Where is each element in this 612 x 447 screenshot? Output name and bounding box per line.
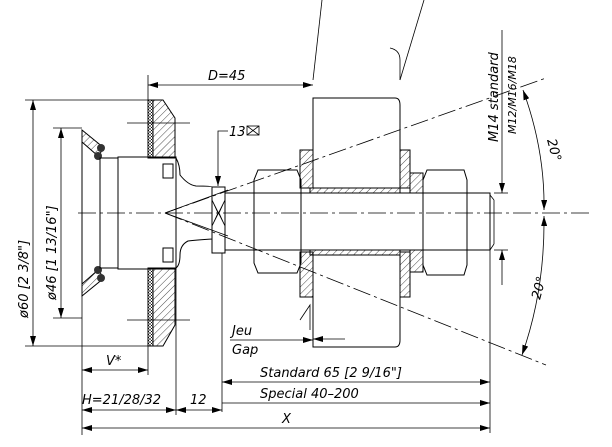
hex-size-label: 13	[229, 125, 246, 140]
dimension-outer-diameter: ø60 [2 3/8"]	[17, 240, 32, 319]
dimension-standard: Standard 65 [2 9/16"]	[260, 366, 402, 381]
dimension-lines	[25, 30, 548, 435]
tank-wall	[299, 0, 425, 348]
dimension-d: D=45	[208, 69, 245, 84]
dimension-x: X	[281, 412, 292, 427]
coupling-body	[81, 99, 226, 347]
angle-bottom-label: 20°	[529, 275, 549, 301]
angle-top-label: 20°	[543, 137, 563, 163]
label-gap: Gap	[232, 343, 258, 358]
dimension-inner-diameter: ø46 [1 13/16"]	[45, 205, 60, 301]
thread-options-label: M12/M16/M18	[506, 56, 519, 134]
dimension-v: V*	[106, 354, 122, 369]
hex-size-callout: 13	[229, 125, 260, 140]
bolt-assembly	[224, 149, 495, 298]
dimension-special: Special 40–200	[260, 387, 359, 402]
dimension-h: H=21/28/32	[82, 393, 161, 408]
dimension-12: 12	[190, 393, 207, 408]
label-jeu: Jeu	[229, 324, 252, 339]
thread-standard-label: M14 standard	[487, 51, 502, 142]
square-symbol-icon	[246, 125, 260, 136]
